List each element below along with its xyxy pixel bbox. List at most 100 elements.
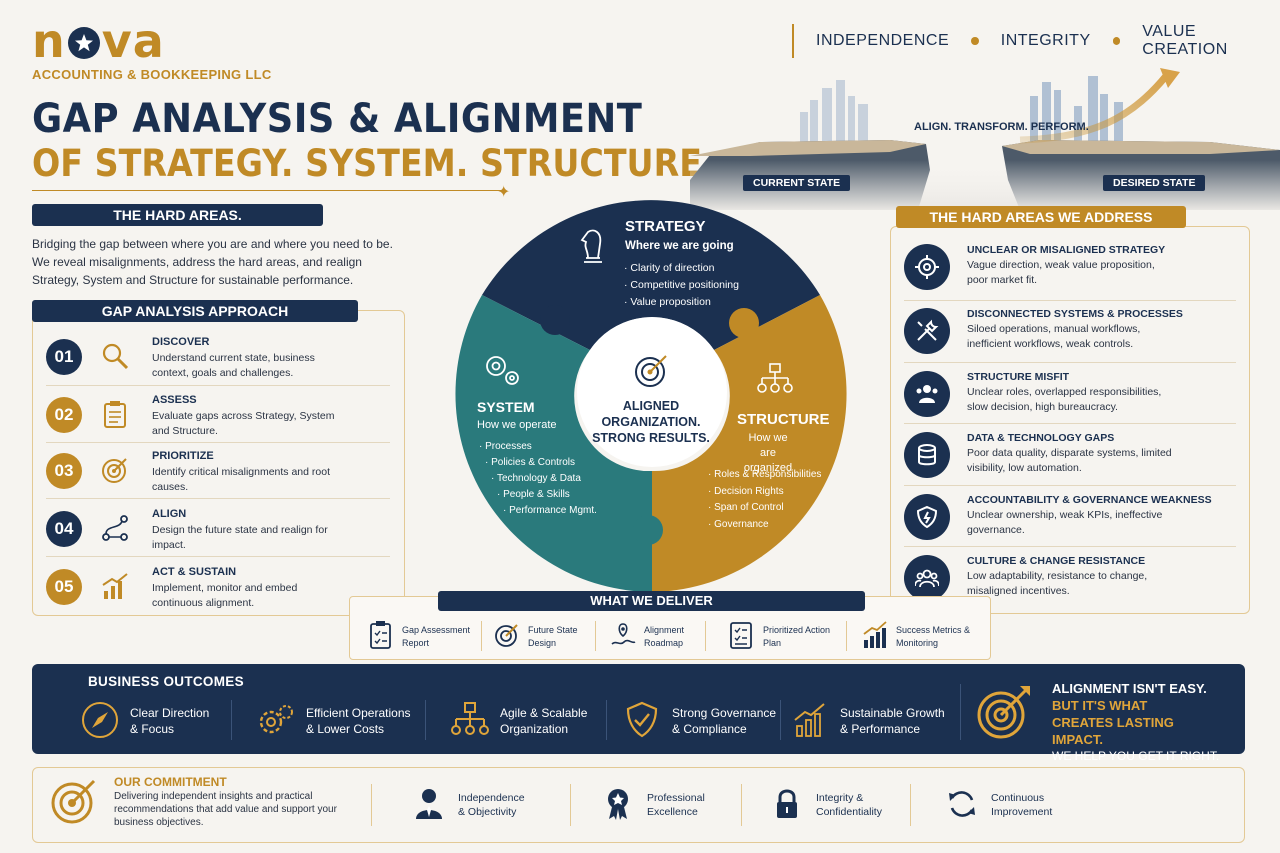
- structure-item: Decision Rights: [714, 485, 784, 497]
- report-icon: [370, 621, 391, 649]
- area-title: UNCLEAR OR MISALIGNED STRATEGY: [967, 244, 1166, 256]
- logo-right: va: [101, 14, 165, 68]
- wheel-center-text: ALIGNED ORGANIZATION. STRONG RESULTS.: [592, 399, 710, 445]
- refresh-icon: [949, 791, 975, 817]
- area-desc: Low adaptability, resistance to change, …: [967, 570, 1148, 597]
- shield-icon: [904, 494, 950, 540]
- area-title: ACCOUNTABILITY & GOVERNANCE WEAKNESS: [967, 494, 1212, 506]
- people-icon: [904, 371, 950, 417]
- strategy-title: STRATEGY: [625, 218, 706, 235]
- growth-chart-icon: [102, 573, 128, 599]
- step-desc: Identify critical misalignments and root…: [152, 466, 330, 493]
- structure-item: Governance: [714, 518, 769, 530]
- step-divider: [46, 498, 390, 499]
- values-bar: INDEPENDENCE INTEGRITY VALUE CREATION: [792, 23, 1280, 58]
- area-title: DATA & TECHNOLOGY GAPS: [967, 432, 1115, 444]
- deliverable-label: Alignment Roadmap: [644, 625, 685, 648]
- gears-icon: [259, 705, 293, 734]
- center-target-icon: [635, 355, 667, 387]
- commitment-divider: [570, 784, 571, 826]
- approach-step-align: 04 ALIGN Design the future state and rea…: [46, 506, 390, 562]
- crosshair-icon: [904, 244, 950, 290]
- commitment-label: Independence & Objectivity: [458, 792, 525, 818]
- outcomes-band: [32, 664, 1245, 754]
- strategy-item: Clarity of direction: [630, 262, 715, 274]
- commitment-target-icon: [51, 779, 96, 824]
- person-icon: [416, 789, 442, 819]
- step-divider: [46, 442, 390, 443]
- step-number: 03: [46, 453, 82, 489]
- commitment-label: Professional Excellence: [647, 792, 705, 818]
- structure-list: · Roles & Responsibilities · Decision Ri…: [708, 469, 822, 530]
- step-title: DISCOVER: [152, 336, 210, 348]
- structure-title: STRUCTURE: [737, 411, 830, 428]
- metrics-chart-icon: [863, 621, 887, 648]
- deliverable-divider: [481, 621, 482, 651]
- outcome-label: Clear Direction & Focus: [130, 706, 210, 736]
- commitment-divider: [910, 784, 911, 826]
- deliverable-divider: [595, 621, 596, 651]
- value-creation: VALUE CREATION: [1142, 23, 1228, 58]
- hero-tagline: ALIGN. TRANSFORM. PERFORM.: [914, 121, 1089, 133]
- magnifier-icon: [102, 343, 129, 370]
- area-divider: [904, 300, 1236, 301]
- step-desc: Design the future state and realign for …: [152, 524, 328, 551]
- target-icon: [495, 624, 518, 647]
- hard-areas-address-pill: THE HARD AREAS WE ADDRESS: [896, 206, 1186, 228]
- step-number: 01: [46, 339, 82, 375]
- value-integrity: INTEGRITY: [1000, 32, 1091, 49]
- deliverable-divider: [705, 621, 706, 651]
- area-divider: [904, 423, 1236, 424]
- strategy-item: Competitive positioning: [630, 279, 739, 291]
- deliverable-label: Prioritized Action Plan: [763, 625, 831, 648]
- database-icon: [904, 432, 950, 478]
- lock-icon: [777, 789, 797, 818]
- step-title: ACT & SUSTAIN: [152, 566, 237, 578]
- system-title: SYSTEM: [477, 399, 535, 415]
- outcome-divider: [231, 700, 232, 740]
- area-title: DISCONNECTED SYSTEMS & PROCESSES: [967, 308, 1183, 320]
- area-item: CULTURE & CHANGE RESISTANCE Low adaptabi…: [902, 553, 1237, 613]
- commitment-label: Continuous Improvement: [991, 792, 1053, 818]
- area-desc: Unclear roles, overlapped responsibiliti…: [967, 386, 1162, 413]
- step-divider: [46, 385, 390, 386]
- sparkle-icon: ✦: [497, 184, 511, 201]
- outcome-divider: [425, 700, 426, 740]
- area-desc: Unclear ownership, weak KPIs, ineffectiv…: [967, 509, 1163, 536]
- system-item: Processes: [485, 441, 532, 452]
- map-pin-icon: [611, 623, 636, 645]
- step-desc: Understand current state, business conte…: [152, 352, 315, 379]
- outcome-label: Agile & Scalable Organization: [500, 706, 588, 736]
- system-item: People & Skills: [503, 489, 570, 500]
- claim-line-1: ALIGNMENT ISN'T EASY.: [1052, 681, 1207, 696]
- logo-left: n: [32, 14, 66, 68]
- structure-item: Roles & Responsibilities: [714, 469, 822, 480]
- step-number: 02: [46, 397, 82, 433]
- knight-icon: [580, 229, 602, 263]
- commitment-panel: [32, 767, 1245, 843]
- system-item: Performance Mgmt.: [509, 505, 597, 516]
- system-list: · Processes · Policies & Controls · Tech…: [479, 441, 597, 516]
- current-state-label: CURRENT STATE: [743, 175, 851, 191]
- area-desc: Vague direction, weak value proposition,…: [967, 259, 1155, 286]
- growth-chart-icon: [794, 703, 825, 737]
- tools-icon: [904, 308, 950, 354]
- page-subtitle: OF STRATEGY. SYSTEM. STRUCTURE.: [32, 142, 715, 185]
- value-separator: [971, 37, 979, 45]
- area-item: DISCONNECTED SYSTEMS & PROCESSES Siloed …: [902, 306, 1237, 366]
- alignment-wheel: [455, 200, 847, 592]
- company-name: ACCOUNTING & BOOKKEEPING LLC: [32, 67, 272, 82]
- outcome-divider: [606, 700, 607, 740]
- area-item: ACCOUNTABILITY & GOVERNANCE WEAKNESS Unc…: [902, 492, 1237, 552]
- org-chart-icon: [451, 702, 489, 735]
- area-divider: [904, 362, 1236, 363]
- approach-step-discover: 01 DISCOVER Understand current state, bu…: [46, 334, 390, 390]
- approach-step-prioritize: 03 PRIORITIZE Identify critical misalign…: [46, 448, 390, 504]
- step-title: ASSESS: [152, 394, 197, 406]
- system-item: Policies & Controls: [491, 457, 576, 468]
- structure-item: Span of Control: [714, 502, 784, 513]
- commitment-text: Delivering independent insights and prac…: [114, 791, 337, 828]
- shield-check-icon: [626, 701, 658, 738]
- route-icon: [102, 515, 128, 541]
